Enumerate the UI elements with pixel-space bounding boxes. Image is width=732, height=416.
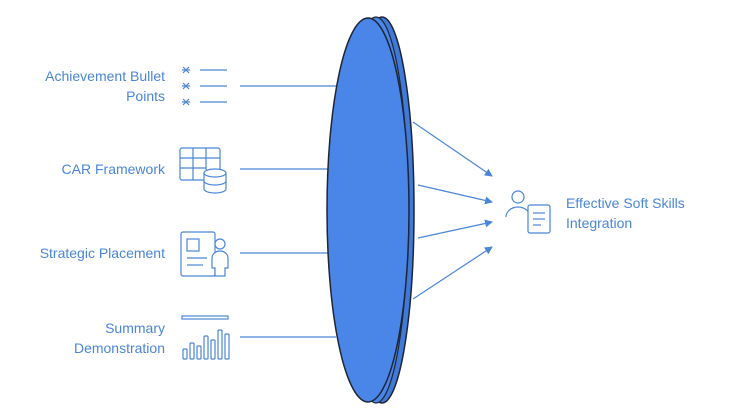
arrow-2 [417, 184, 493, 205]
arrow-1 [412, 121, 493, 177]
profile-card-icon [180, 231, 229, 277]
input-label-strategic-placement: Strategic Placement [39, 245, 165, 261]
bullet-list-icon [182, 66, 227, 106]
table-database-icon [179, 147, 227, 194]
input-label-achievement-bullet-points: Achievement Bullet Points [45, 68, 165, 104]
output-label-effective-soft-skills-integration: Effective Soft Skills Integration [566, 195, 685, 231]
bar-chart-icon [181, 315, 230, 360]
arrow-4 [412, 246, 493, 300]
input-label-summary-demonstration: Summary Demonstration [73, 320, 165, 356]
person-document-icon [505, 190, 551, 234]
arrow-3 [417, 219, 493, 239]
input-label-car-framework: CAR Framework [61, 161, 165, 177]
lens-shape [326, 16, 415, 404]
